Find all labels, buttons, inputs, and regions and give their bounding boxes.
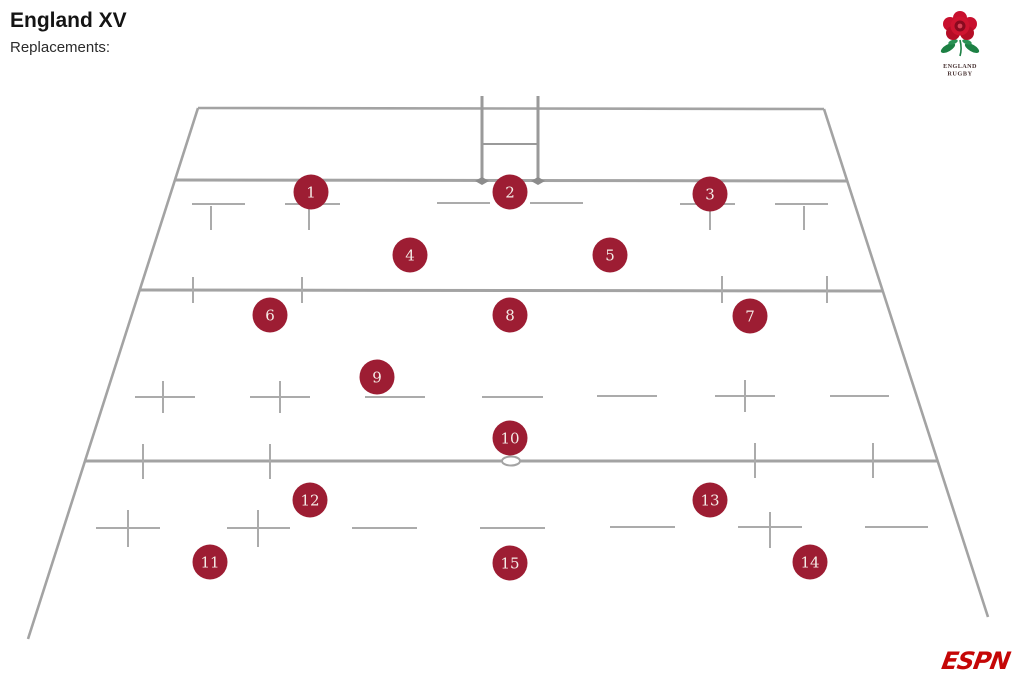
player-marker-13[interactable]: 13 [692, 482, 728, 518]
player-marker-3[interactable]: 3 [692, 176, 728, 212]
goal-posts [480, 96, 540, 181]
player-marker-6[interactable]: 6 [252, 297, 288, 333]
player-marker-2[interactable]: 2 [492, 174, 528, 210]
player-marker-1[interactable]: 1 [293, 174, 329, 210]
replacements-label: Replacements: [10, 39, 111, 56]
goal-post-bases [475, 177, 545, 185]
halfway-line-ticks [142, 443, 874, 479]
team-logo-text-line2: RUGBY [947, 71, 972, 78]
centre-spot [501, 455, 521, 467]
player-marker-5[interactable]: 5 [592, 237, 628, 273]
page-title: England XV [10, 9, 127, 32]
player-marker-9[interactable]: 9 [359, 359, 395, 395]
twenty-two-metre-line [139, 288, 884, 293]
rose-bloom [943, 11, 977, 40]
espn-logo: ESPN [939, 647, 1012, 675]
player-marker-10[interactable]: 10 [492, 420, 528, 456]
player-marker-7[interactable]: 7 [732, 298, 768, 334]
right-touchline [822, 108, 990, 618]
england-rugby-logo-icon: ENGLAND RUGBY [940, 11, 980, 78]
midfield-hash-marks [135, 380, 889, 413]
rose-leaves [940, 39, 980, 57]
player-marker-15[interactable]: 15 [492, 545, 528, 581]
player-marker-14[interactable]: 14 [792, 544, 828, 580]
player-marker-8[interactable]: 8 [492, 297, 528, 333]
twenty-two-line-ticks [192, 276, 828, 303]
left-touchline [26, 107, 200, 640]
dead-ball-line [197, 106, 825, 111]
player-marker-4[interactable]: 4 [392, 237, 428, 273]
player-marker-11[interactable]: 11 [192, 544, 228, 580]
lower-hash-marks [96, 510, 928, 548]
team-logo-text-line1: ENGLAND [943, 63, 977, 70]
player-marker-12[interactable]: 12 [292, 482, 328, 518]
